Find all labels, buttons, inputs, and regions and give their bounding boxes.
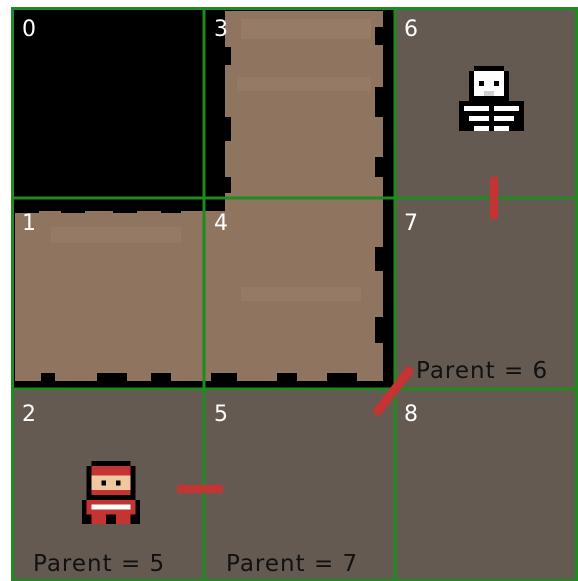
cell-number-1: 1 bbox=[22, 213, 36, 235]
cell-number-0: 0 bbox=[22, 19, 36, 41]
cell-number-7: 7 bbox=[404, 213, 418, 235]
parent-label-5: Parent = 7 bbox=[226, 553, 358, 576]
skeleton-icon bbox=[459, 65, 529, 137]
cell-number-8: 8 bbox=[404, 404, 418, 426]
cell-number-3: 3 bbox=[214, 19, 228, 41]
cell-number-5: 5 bbox=[214, 404, 228, 426]
cell-number-4: 4 bbox=[214, 213, 228, 235]
cell-number-2: 2 bbox=[22, 404, 36, 426]
game-board: 0 1 2 3 4 5 6 7 8 Parent = 6 Parent = 5 … bbox=[11, 7, 578, 581]
parent-label-7: Parent = 6 bbox=[416, 360, 548, 383]
hero-icon bbox=[77, 460, 145, 530]
parent-label-2: Parent = 5 bbox=[33, 553, 165, 576]
cell-number-6: 6 bbox=[404, 19, 418, 41]
